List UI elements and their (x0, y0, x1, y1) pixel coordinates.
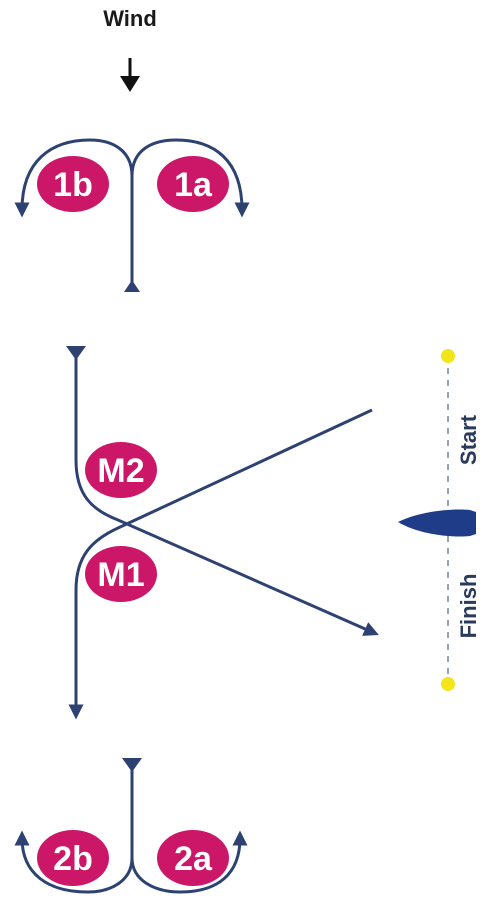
finish-label: Finish (456, 574, 481, 639)
mark-M2-label: M2 (97, 452, 144, 490)
mark-M1: M1 (85, 546, 157, 602)
bottom-top-arrowhead (122, 758, 142, 772)
mark-1b: 1b (37, 156, 109, 212)
mark-M1-label: M1 (97, 556, 144, 594)
bottom-gate-course-lines (14, 768, 248, 894)
wind-arrow-icon (120, 58, 140, 92)
mark-2b-label: 2b (53, 840, 93, 878)
mark-1b-label: 1b (53, 166, 93, 204)
mark-M2: M2 (85, 442, 157, 498)
mark-2a: 2a (157, 830, 229, 886)
mark-2b: 2b (37, 830, 109, 886)
top-arrowhead (124, 280, 140, 292)
mark-1a-label: 1a (174, 166, 213, 204)
wind-label: Wind (103, 6, 157, 31)
middle-course-lines (68, 350, 379, 720)
committee-boat-icon (398, 509, 476, 537)
start-finish-line: Start Finish (398, 349, 481, 691)
start-buoy-icon (441, 349, 455, 363)
start-label: Start (456, 414, 481, 465)
top-gate-course-lines (14, 138, 250, 282)
finish-buoy-icon (441, 677, 455, 691)
mark-2a-label: 2a (174, 840, 213, 878)
mark-1a: 1a (157, 156, 229, 212)
middle-top-arrowhead (66, 346, 86, 360)
